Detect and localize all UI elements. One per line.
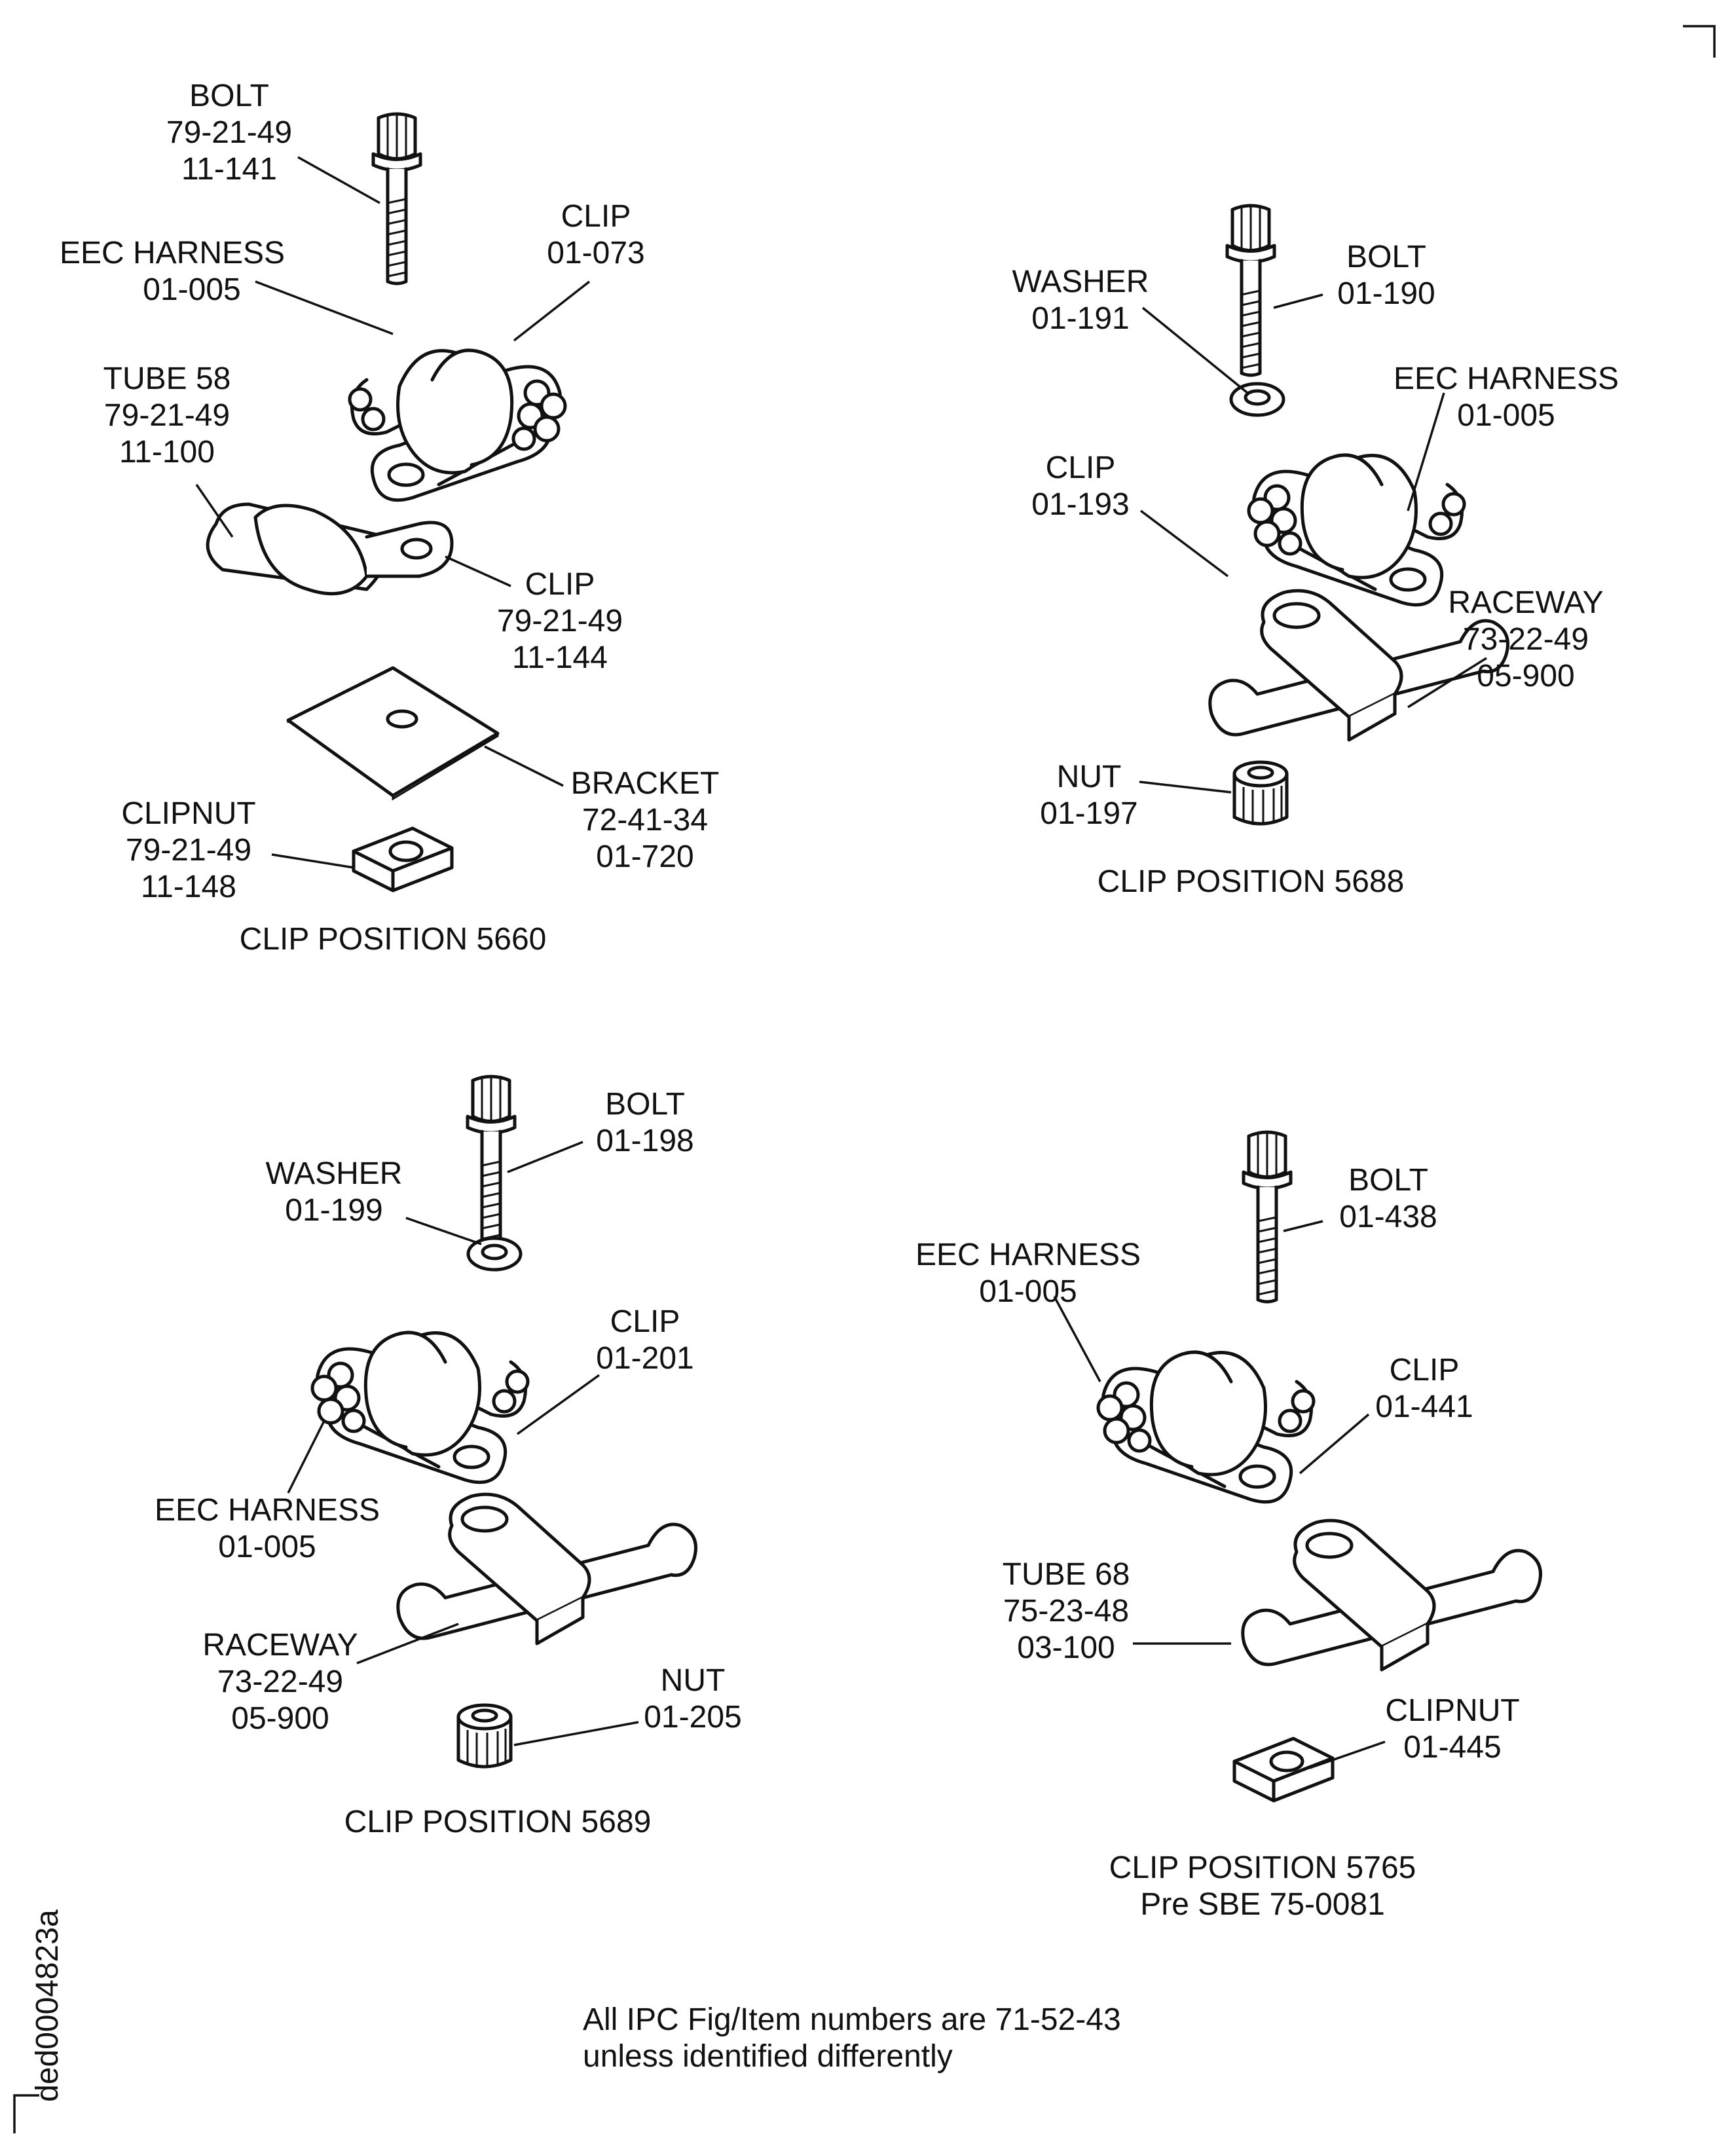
part-name: WASHER [1012, 265, 1149, 299]
part-ref: 01-005 [979, 1274, 1077, 1309]
part-ref: 79-21-49 [126, 833, 251, 868]
part-ref: 01-197 [1040, 796, 1137, 831]
part-ref: 79-21-49 [166, 115, 292, 150]
part-name: RACEWAY [202, 1628, 358, 1663]
part-ref: 01-445 [1403, 1730, 1501, 1765]
part-ref: 01-438 [1339, 1200, 1437, 1234]
position-5765-leaders [1053, 1220, 1386, 1769]
part-ref: 01-005 [143, 272, 240, 307]
part-ref: 01-441 [1375, 1389, 1473, 1424]
part-ref: 11-141 [181, 152, 277, 187]
position-5688-labels: BOLT 01-190 WASHER 01-191 EEC HARNESS 01… [1012, 240, 1619, 899]
part-ref: 73-22-49 [1463, 622, 1589, 657]
part-ref: 01-005 [1457, 398, 1555, 433]
part-name: CLIPNUT [1385, 1693, 1519, 1728]
part-name: TUBE 58 [103, 361, 231, 396]
footnote-line-1: All IPC Fig/Item numbers are 71-52-43 [583, 2002, 1121, 2037]
position-5660-leaders [195, 156, 591, 869]
footnote-line-2: unless identified differently [583, 2039, 953, 2074]
position-5765-labels: BOLT 01-438 EEC HARNESS 01-005 CLIP 01-4… [915, 1163, 1520, 1922]
part-name: CLIP [610, 1304, 680, 1339]
position-5660-artwork [206, 114, 565, 891]
part-name: CLIP [1390, 1353, 1460, 1388]
part-ref: 03-100 [1017, 1630, 1115, 1665]
part-ref: 72-41-34 [582, 803, 708, 837]
part-ref: 75-23-48 [1003, 1594, 1129, 1628]
part-name: NUT [1057, 760, 1122, 794]
part-ref: 79-21-49 [104, 398, 230, 433]
part-name: EEC HARNESS [1394, 361, 1619, 396]
part-ref: 79-21-49 [497, 604, 623, 638]
clip-position-caption: CLIP POSITION 5689 [344, 1805, 652, 1839]
part-name: BOLT [605, 1087, 685, 1122]
part-name: BRACKET [571, 766, 720, 801]
part-ref: 01-205 [644, 1700, 741, 1735]
position-5660-labels: BOLT 79-21-49 11-141 CLIP 01-073 EEC HAR… [60, 79, 719, 957]
part-name: RACEWAY [1448, 585, 1603, 620]
part-ref: 01-199 [285, 1193, 382, 1228]
bottom-crop-mark [13, 2094, 39, 2133]
part-ref: 05-900 [1477, 659, 1574, 693]
part-ref: 05-900 [231, 1701, 329, 1736]
part-name: CLIP [525, 567, 595, 602]
part-name: NUT [661, 1663, 726, 1698]
part-name: WASHER [266, 1156, 403, 1191]
part-ref: 01-201 [596, 1341, 693, 1376]
part-ref: 01-005 [218, 1530, 316, 1564]
part-name: CLIP [561, 199, 631, 234]
part-ref: 11-144 [512, 640, 608, 675]
position-5689-leaders [287, 1141, 639, 1746]
part-ref: 11-100 [119, 435, 215, 469]
clip-position-subcaption: Pre SBE 75-0081 [1140, 1887, 1385, 1922]
part-name: TUBE 68 [1003, 1557, 1130, 1592]
position-5688-leaders [1139, 293, 1487, 794]
part-ref: 01-193 [1031, 487, 1129, 522]
part-ref: 01-720 [596, 839, 693, 874]
position-5689-labels: BOLT 01-198 WASHER 01-199 CLIP 01-201 EE… [155, 1087, 742, 1839]
part-ref: 01-073 [547, 236, 644, 270]
part-name: BOLT [1348, 1163, 1428, 1198]
clip-position-caption: CLIP POSITION 5765 [1109, 1850, 1416, 1885]
clip-position-caption: CLIP POSITION 5660 [240, 922, 547, 957]
clip-position-caption: CLIP POSITION 5688 [1098, 864, 1405, 899]
part-ref: 01-198 [596, 1124, 693, 1158]
part-ref: 01-190 [1337, 276, 1435, 311]
part-name: CLIPNUT [121, 796, 255, 831]
drawing-id: ded0004823a [30, 1909, 65, 2102]
part-name: EEC HARNESS [915, 1238, 1141, 1272]
part-ref: 01-191 [1031, 301, 1129, 336]
part-ref: 73-22-49 [217, 1665, 343, 1699]
part-name: BOLT [189, 79, 269, 113]
part-ref: 11-148 [141, 870, 236, 904]
corner-crop-mark [1683, 25, 1716, 58]
part-name: EEC HARNESS [60, 236, 285, 270]
part-name: CLIP [1046, 451, 1116, 485]
part-name: BOLT [1346, 240, 1426, 274]
part-name: EEC HARNESS [155, 1493, 380, 1528]
